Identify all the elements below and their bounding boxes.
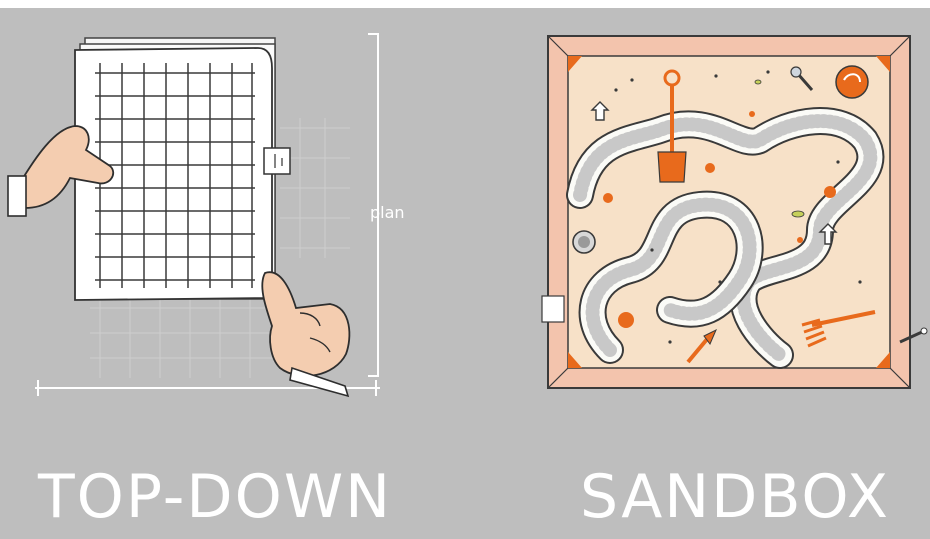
dark-dots (614, 70, 862, 344)
pebbles (603, 111, 836, 328)
hand-pointing-icon (261, 271, 351, 398)
plan-label: plan (370, 203, 405, 222)
sandbox-caption: SANDBOX (580, 462, 890, 532)
hand-holding-paper-icon (7, 125, 115, 217)
trowel-icon (686, 328, 717, 364)
grid-paper (74, 47, 273, 301)
top-down-illustration (0, 8, 460, 408)
garden-fork-icon (801, 310, 876, 348)
paper-clip-tab (263, 147, 291, 175)
top-down-svg (7, 33, 380, 398)
background-grid (90, 118, 350, 378)
outside-tool-icon (899, 327, 928, 344)
top-band (0, 0, 930, 8)
frame-miters (547, 35, 911, 389)
sandbox-svg (541, 35, 928, 389)
frame-corners (568, 56, 890, 368)
top-down-caption: TOP-DOWN (38, 462, 393, 532)
small-bucket-icon (572, 230, 596, 254)
bucket-icon (835, 65, 869, 99)
winding-path (566, 107, 885, 369)
sandbox-illustration (520, 20, 930, 400)
shovel-icon (657, 69, 687, 183)
spoon-icon (790, 66, 814, 91)
arrow-cursor-icon (590, 101, 838, 245)
frame-tag (541, 295, 565, 323)
green-leaves (754, 79, 805, 218)
